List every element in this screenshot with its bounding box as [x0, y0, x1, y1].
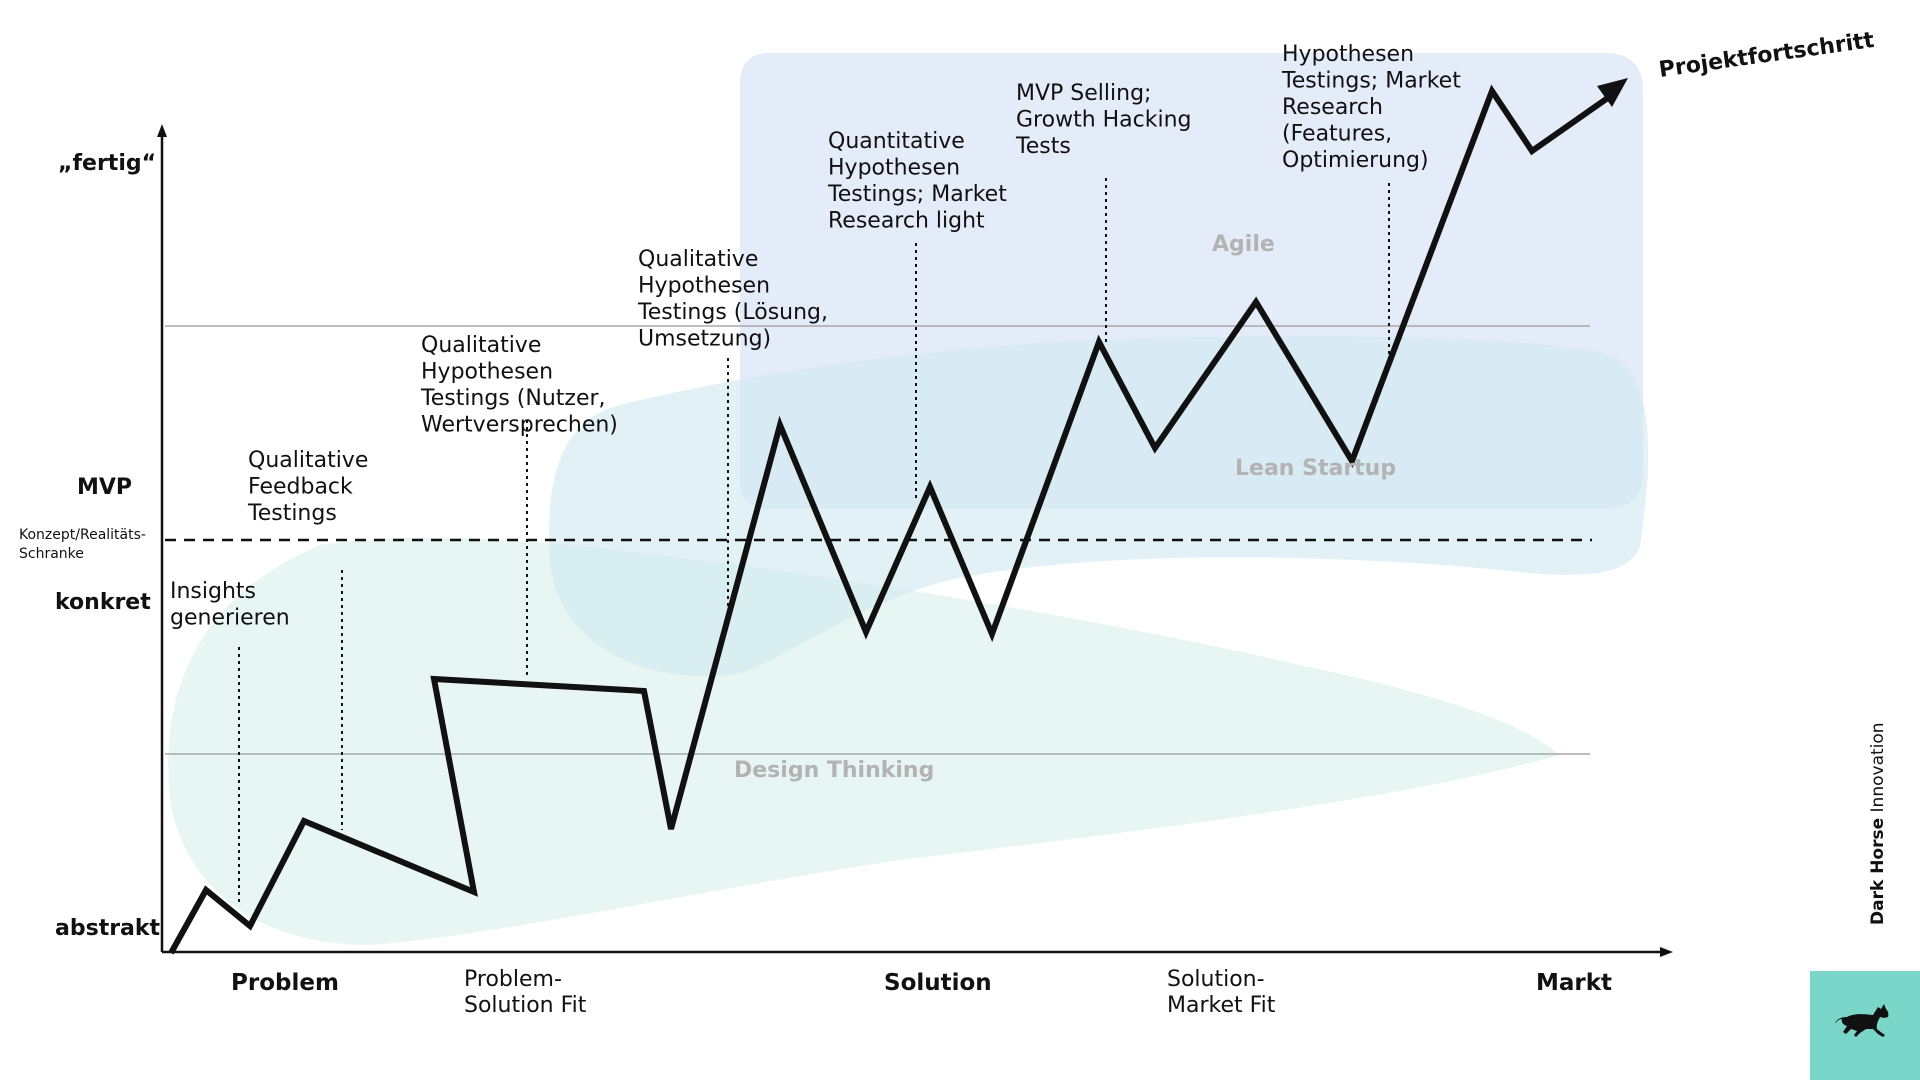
annotation-qualitative-feedback: Qualitative Feedback Testings [247, 448, 375, 526]
region-label-lean-startup: Lean Startup [1235, 456, 1396, 481]
xlabel-smfit-line-1: Solution- [1167, 967, 1265, 992]
annotation-1-line-2: generieren [170, 606, 290, 631]
horse-icon [1835, 1004, 1889, 1037]
annotation-7-line-5: Optimierung) [1282, 148, 1429, 173]
annotation-3-line-1: Qualitative [421, 333, 541, 358]
ylabel-schranke-line-1: Konzept/Realitäts- [19, 527, 146, 543]
annotation-insights: Insights generieren [170, 579, 290, 631]
title-projektfortschritt: Projektfortschritt [1657, 28, 1876, 83]
xlabel-psfit-line-2: Solution Fit [464, 993, 587, 1018]
annotation-2-line-2: Feedback [248, 475, 353, 500]
brand-wordmark: Dark Horse Innovation [1868, 722, 1888, 925]
design-thinking-region [168, 537, 1560, 945]
ylabel-schranke-line-2: Schranke [19, 546, 84, 562]
region-label-design-thinking: Design Thinking [734, 758, 934, 783]
ylabel-fertig: „fertig“ [58, 151, 156, 176]
xlabel-solution-market-fit: Solution- Market Fit [1167, 967, 1276, 1018]
annotation-4-line-2: Hypothesen [638, 274, 770, 299]
brand-logo-box [1810, 971, 1920, 1080]
progress-path [168, 84, 1614, 955]
annotation-7-line-3: Research [1282, 95, 1383, 120]
y-axis-arrowhead [157, 124, 167, 137]
annotation-5-line-2: Hypothesen [828, 156, 960, 181]
xlabel-markt: Markt [1536, 970, 1612, 996]
annotation-qualitative-nutzer: Qualitative Hypothesen Testings (Nutzer,… [420, 333, 618, 438]
annotation-leaders [238, 178, 1390, 905]
annotation-5-line-1: Quantitative [828, 129, 965, 154]
annotation-3-line-2: Hypothesen [421, 360, 553, 385]
annotation-1-line-1: Insights [170, 579, 256, 604]
ylabel-schranke: Konzept/Realitäts- Schranke [19, 527, 150, 562]
annotation-qualitative-loesung: Qualitative Hypothesen Testings (Lösung,… [637, 247, 835, 352]
ylabel-mvp: MVP [77, 475, 132, 500]
annotation-hypothesen-market: Hypothesen Testings; Market Research (Fe… [1281, 42, 1468, 173]
annotation-6-line-3: Tests [1015, 134, 1071, 159]
ylabel-abstrakt: abstrakt [55, 916, 161, 941]
annotation-4-line-3: Testings (Lösung, [637, 300, 828, 325]
brand-rest: Innovation [1868, 722, 1888, 818]
annotation-7-line-1: Hypothesen [1282, 42, 1414, 67]
annotation-7-line-2: Testings; Market [1281, 69, 1461, 94]
annotation-5-line-4: Research light [828, 209, 985, 234]
lean-startup-region [549, 336, 1649, 677]
annotation-5-line-3: Testings; Market [827, 182, 1007, 207]
annotation-7-line-4: (Features, [1282, 122, 1392, 147]
xlabel-smfit-line-2: Market Fit [1167, 993, 1276, 1018]
annotation-mvp-selling: MVP Selling; Growth Hacking Tests [1015, 81, 1199, 159]
annotation-4-line-4: Umsetzung) [638, 327, 771, 352]
brand-bold: Dark Horse [1868, 817, 1888, 925]
annotation-3-line-4: Wertversprechen) [421, 413, 618, 438]
ylabel-konkret: konkret [55, 590, 151, 615]
annotation-4-line-1: Qualitative [638, 247, 758, 272]
xlabel-psfit-line-1: Problem- [464, 967, 562, 992]
xlabel-solution: Solution [884, 970, 992, 996]
xlabel-problem: Problem [231, 970, 339, 996]
xlabel-problem-solution-fit: Problem- Solution Fit [464, 967, 587, 1018]
annotation-6-line-1: MVP Selling; [1016, 81, 1151, 106]
region-label-agile: Agile [1212, 232, 1275, 257]
annotation-6-line-2: Growth Hacking [1016, 108, 1192, 133]
annotation-3-line-3: Testings (Nutzer, [420, 386, 606, 411]
annotation-2-line-1: Qualitative [248, 448, 368, 473]
annotation-2-line-3: Testings [247, 501, 337, 526]
x-axis-arrowhead [1660, 947, 1673, 957]
annotation-quantitative: Quantitative Hypothesen Testings; Market… [827, 129, 1014, 234]
progress-arrowhead [1597, 78, 1628, 107]
